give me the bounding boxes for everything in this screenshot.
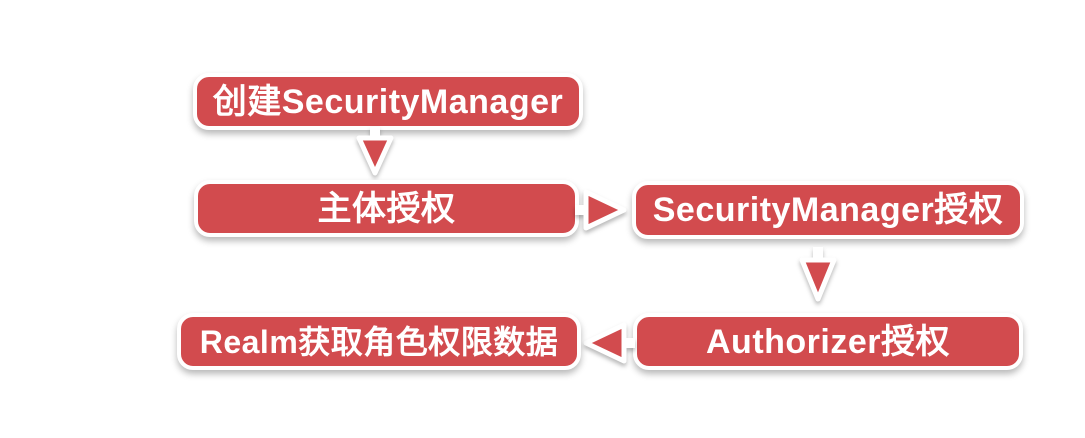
node-label: 创建SecurityManager (212, 82, 564, 121)
left-arrow-icon (583, 322, 635, 364)
flow-node-realm-get-role-permission-data: Realm获取角色权限数据 (177, 313, 581, 370)
down-arrow-icon (799, 247, 837, 302)
right-arrow-icon (575, 189, 627, 231)
flow-node-authorizer-authorization: Authorizer授权 (633, 313, 1023, 370)
node-label: Realm获取角色权限数据 (199, 323, 559, 360)
flow-node-subject-authorization: 主体授权 (194, 180, 579, 237)
flow-node-create-securitymanager: 创建SecurityManager (193, 73, 583, 130)
flow-node-securitymanager-authorization: SecurityManager授权 (632, 181, 1024, 239)
node-label: 主体授权 (317, 189, 456, 228)
node-label: Authorizer授权 (706, 322, 950, 361)
node-label: SecurityManager授权 (652, 191, 1004, 229)
down-arrow-icon (356, 127, 394, 176)
